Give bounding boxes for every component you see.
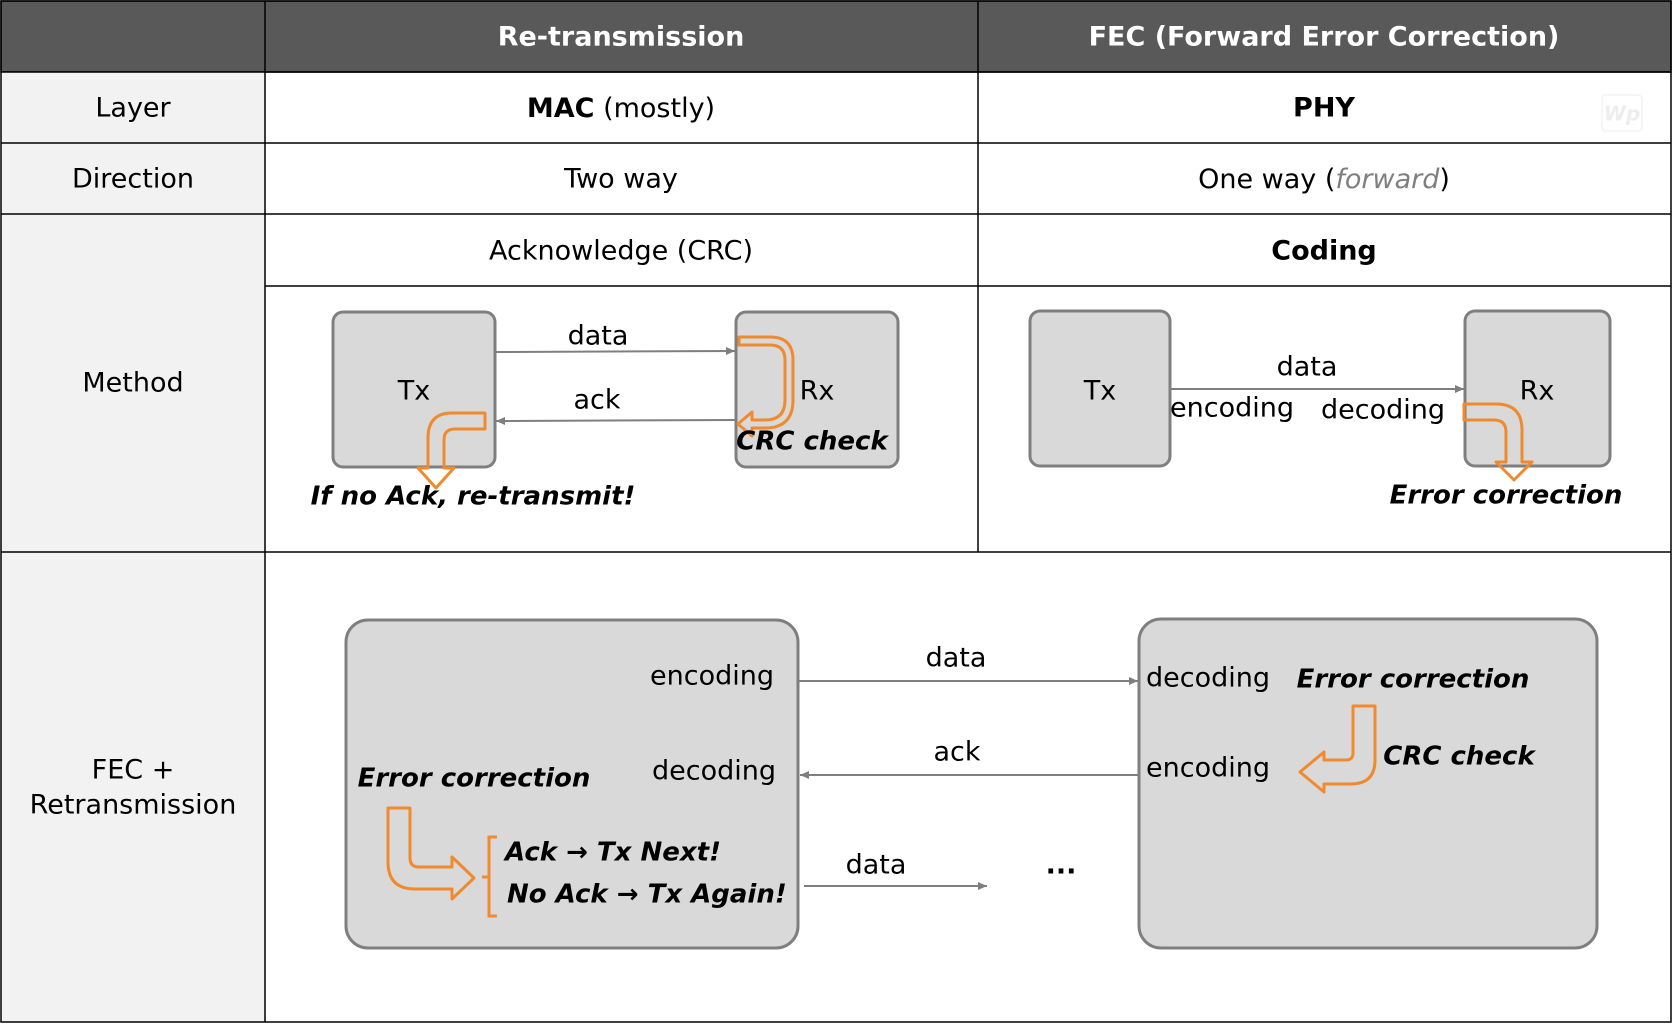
retx-rx-label: Rx	[800, 376, 835, 407]
row-label-combo-line1: FEC +	[92, 755, 175, 786]
combo-right-encoding: encoding	[1146, 753, 1270, 784]
header-row	[0, 0, 1672, 73]
combo-right-decoding: decoding	[1146, 663, 1270, 694]
retx-tx-label: Tx	[397, 376, 430, 407]
retx-data-label: data	[568, 321, 629, 352]
combo-left-box	[344, 618, 800, 950]
row-label-layer: Layer	[95, 93, 171, 124]
svg-text:Wp: Wp	[1604, 102, 1640, 126]
retx-diagram: Tx Rx data ack CRC check If no Ack, re-t…	[311, 310, 900, 512]
combo-right-error-arrow	[1298, 704, 1377, 794]
retx-ack-label: ack	[573, 385, 620, 416]
fec-rx-box	[1463, 309, 1612, 468]
combo-diagram: encoding decoding Error correction Ack →…	[344, 617, 1599, 950]
fec-data-label: data	[1277, 352, 1338, 383]
direction-fec-value: One way (forward)	[1198, 164, 1450, 195]
combo-ack-label: ack	[933, 737, 980, 768]
layer-fec-value: PHY	[1293, 93, 1355, 124]
combo-left-encoding: encoding	[650, 661, 774, 692]
fec-tx-label: Tx	[1083, 376, 1116, 407]
combo-noack-again: No Ack → Tx Again!	[507, 880, 787, 910]
combo-right-crc: CRC check	[1383, 742, 1536, 772]
combo-ack-next: Ack → Tx Next!	[503, 838, 721, 868]
method-fec-value: Coding	[1271, 236, 1377, 267]
fec-encoding-label: encoding	[1170, 393, 1294, 424]
fec-diagram: Tx Rx data encoding decoding Error corre…	[1028, 309, 1623, 511]
fec-rx-label: Rx	[1520, 376, 1555, 407]
layer-retx-value: MAC (mostly)	[527, 93, 715, 124]
retx-crc-loop-arrow	[736, 335, 795, 438]
row-label-combo-line2: Retransmission	[30, 790, 237, 821]
retx-retransmit-arrow	[416, 411, 487, 490]
retx-rx-box	[734, 310, 900, 469]
retx-crc-label: CRC check	[736, 427, 889, 457]
combo-bracket	[482, 835, 497, 918]
header-fec: FEC (Forward Error Correction)	[1089, 22, 1560, 53]
fec-correction-arrow	[1462, 402, 1534, 482]
combo-left-error-arrow	[386, 806, 476, 901]
label-cell-combo	[1, 552, 265, 1022]
direction-retx-value: Two way	[563, 164, 678, 195]
combo-left-decoding: decoding	[652, 756, 776, 787]
label-cell-method	[1, 214, 265, 552]
label-cell-direction	[1, 143, 265, 214]
row-label-direction: Direction	[72, 164, 194, 195]
combo-right-box	[1137, 617, 1599, 950]
header-retransmission: Re-transmission	[498, 22, 745, 53]
fec-decoding-label: decoding	[1321, 395, 1445, 426]
retx-note: If no Ack, re-transmit!	[311, 482, 636, 512]
watermark-logo: Wp	[1601, 94, 1643, 132]
fec-note: Error correction	[1390, 481, 1623, 511]
combo-right-error: Error correction	[1297, 665, 1530, 695]
combo-left-error: Error correction	[358, 764, 591, 794]
method-retx-value: Acknowledge (CRC)	[489, 236, 753, 267]
retx-ack-arrow	[495, 416, 737, 425]
row-label-method: Method	[82, 368, 183, 399]
combo-data-label: data	[926, 643, 987, 674]
retx-data-arrow	[494, 347, 736, 356]
combo-ellipsis: ...	[1046, 850, 1077, 881]
combo-data2-label: data	[846, 850, 907, 881]
label-cell-layer	[1, 72, 265, 143]
